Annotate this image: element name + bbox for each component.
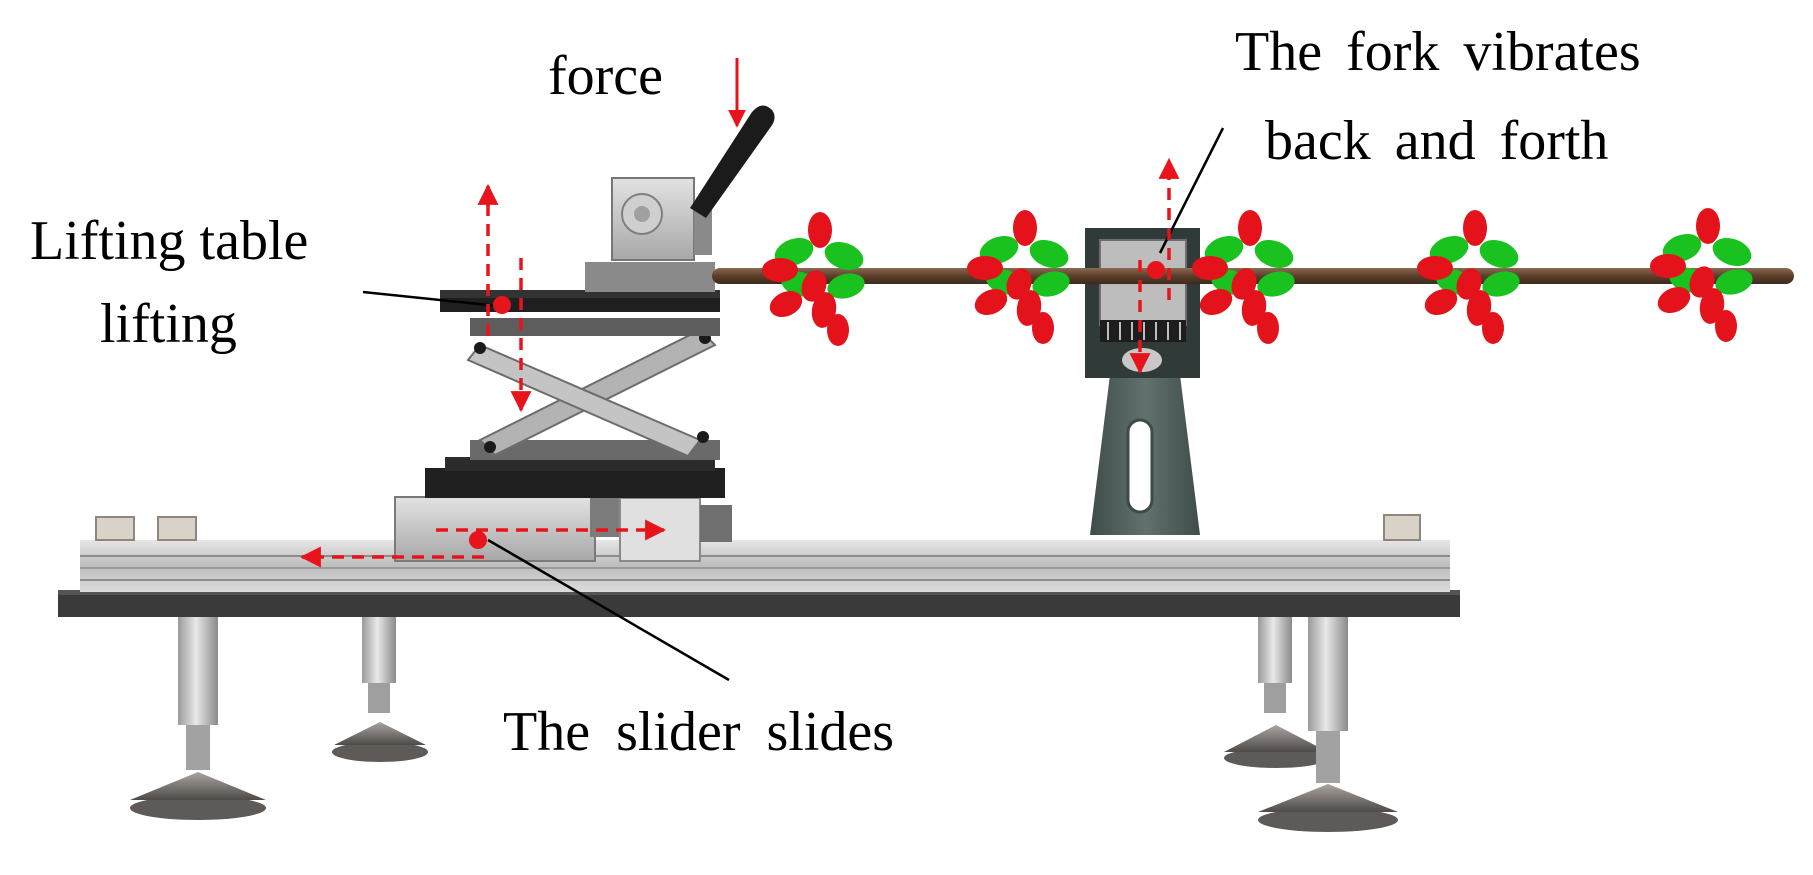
fruit xyxy=(1199,288,1233,316)
label-fork-vibrates-line1: The fork vibrates xyxy=(1235,21,1641,83)
fruit-cluster xyxy=(967,210,1070,344)
label-fork-vibrates-line2: back and forth xyxy=(1265,110,1609,172)
fruit xyxy=(769,290,803,318)
leaf xyxy=(1257,271,1295,297)
leaf xyxy=(1254,239,1294,269)
leader-line-lift xyxy=(362,290,499,308)
fruit-clusters xyxy=(762,208,1753,346)
fruit xyxy=(967,256,1003,280)
leader-line-slider xyxy=(487,538,730,682)
fruit xyxy=(974,288,1008,316)
fruit xyxy=(801,270,827,302)
label-lifting-table-line2: lifting xyxy=(100,293,237,355)
fruit xyxy=(1006,268,1032,300)
label-slider-slides: The slider slides xyxy=(503,701,895,763)
fruit xyxy=(1463,210,1487,246)
label-force: force xyxy=(548,45,664,107)
fruit xyxy=(1013,210,1037,246)
fork-marker-dot xyxy=(1147,261,1165,279)
motion-arrows xyxy=(299,58,1180,568)
fruit xyxy=(1192,256,1228,280)
fruit xyxy=(1032,312,1054,344)
fruit-cluster xyxy=(1650,208,1753,342)
leaf xyxy=(824,241,864,271)
leaf xyxy=(1715,269,1753,295)
leaf xyxy=(1029,239,1069,269)
leveling-feet xyxy=(130,613,1398,832)
slider-marker-dot xyxy=(469,531,487,549)
fruit xyxy=(1424,288,1458,316)
fruit xyxy=(1417,256,1453,280)
fruit xyxy=(1657,286,1691,314)
fruit xyxy=(1456,268,1482,300)
base-frame xyxy=(58,514,1460,617)
leaf xyxy=(1479,239,1519,269)
fruit-cluster xyxy=(1417,210,1520,344)
fruit xyxy=(1482,312,1504,344)
fruit xyxy=(1238,210,1262,246)
fruit xyxy=(1715,310,1737,342)
lift-marker-dot xyxy=(493,296,511,314)
fruit xyxy=(827,314,849,346)
leaf xyxy=(827,273,865,299)
lifting-table xyxy=(425,105,775,498)
fruit xyxy=(1257,312,1279,344)
fruit xyxy=(1231,268,1257,300)
fruit xyxy=(808,212,832,248)
leaf xyxy=(1712,237,1752,267)
leaf xyxy=(1482,271,1520,297)
fruit-cluster xyxy=(1192,210,1295,344)
fruit xyxy=(1689,266,1715,298)
fruit xyxy=(762,258,798,282)
fruit xyxy=(1650,254,1686,278)
fruit-cluster xyxy=(762,212,865,346)
leaf xyxy=(1032,271,1070,297)
fruit xyxy=(1696,208,1720,244)
label-lifting-table-line1: Lifting table xyxy=(30,210,309,272)
